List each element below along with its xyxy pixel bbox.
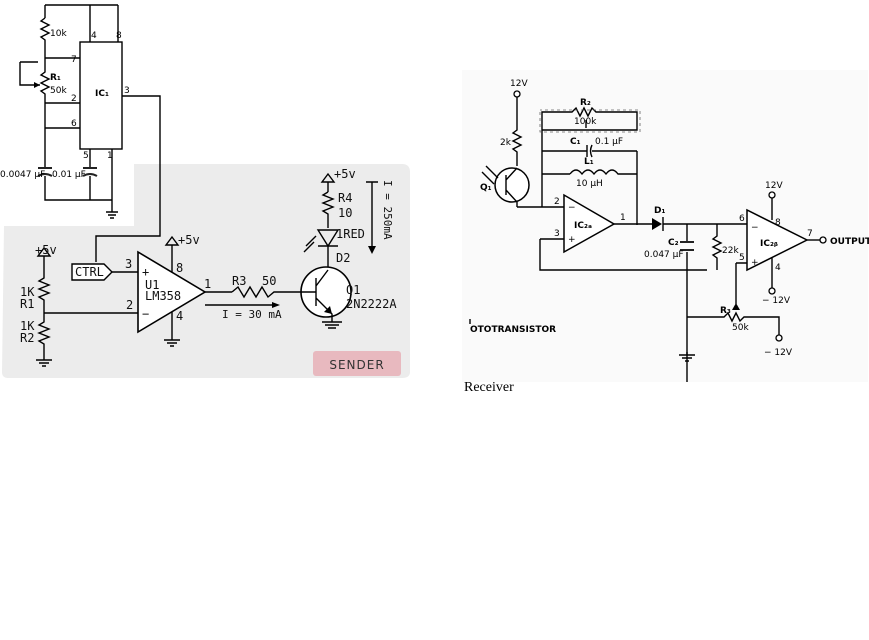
- ic1-cap-right-value: 0.01 μF: [52, 170, 86, 180]
- svg-text:−: −: [751, 223, 759, 233]
- svg-text:+: +: [751, 258, 759, 268]
- sender-badge: [313, 351, 401, 376]
- receiver-panel: [462, 70, 868, 382]
- receiver-r3-name: R₃: [720, 306, 731, 316]
- ic2b-pin5: 5: [739, 253, 745, 263]
- r2-value: 1K: [20, 319, 35, 333]
- r2-name: R2: [20, 331, 34, 345]
- r4-name: R4: [338, 191, 352, 205]
- ic1-r-top-value: 10k: [50, 29, 67, 39]
- receiver-c2-name: C₂: [668, 238, 679, 248]
- r4-value: 10: [338, 206, 352, 220]
- ic1-r1-name: R₁: [50, 73, 61, 83]
- opamp-pin2: 2: [126, 298, 133, 312]
- receiver-r3-value: 50k: [732, 323, 749, 333]
- ic2b-label: IC₂ᵦ: [760, 239, 778, 249]
- receiver-d1: [652, 218, 662, 230]
- ic2a-label: IC₂ₐ: [574, 221, 592, 231]
- ic1-pin7: 7: [71, 55, 77, 65]
- receiver-c2-value: 0.047 μF: [644, 250, 684, 260]
- led-label: 1RED: [336, 227, 365, 241]
- ic2a-pin1: 1: [620, 213, 626, 223]
- ic1-circuit: IC₁ 10k 7 4 8 R₁ 50k 2 6 0.0047 μF 0.01 …: [0, 4, 161, 262]
- receiver-l1-value: 10 μH: [576, 179, 603, 189]
- opamp-pin8: 8: [176, 261, 183, 275]
- transistor-part: 2N2222A: [346, 297, 397, 311]
- led-current-label: I = 250mA: [381, 180, 394, 240]
- receiver-c1-value: 0.1 μF: [595, 137, 623, 147]
- opamp-ref: U1: [145, 278, 159, 292]
- opamp-pin3: 3: [125, 257, 132, 271]
- ic2b-pin7: 7: [807, 229, 813, 239]
- led-d2: [316, 229, 340, 248]
- receiver-r2k-value: 2k: [500, 138, 512, 148]
- receiver-v12-top: 12V: [510, 79, 528, 89]
- ic1-pin2: 2: [71, 94, 77, 104]
- ic1-pin1: 1: [107, 151, 113, 161]
- receiver-r2-value: 100k: [574, 117, 597, 127]
- ic1-pin4: 4: [91, 31, 97, 41]
- svg-text:+: +: [568, 235, 576, 245]
- phototransistor-q1: [494, 167, 530, 203]
- ic2b-opamp: [746, 208, 809, 272]
- transistor-ref: Q1: [346, 283, 360, 297]
- receiver-q1-label: Q₁: [480, 183, 492, 193]
- sender-panel: [2, 164, 410, 378]
- receiver-schematic: 12V 2k Q₁ R₂ 100k C₁ 0.1 μF L₁ 10 μH − +…: [462, 70, 869, 382]
- sender-opamp-circuit: +5v 1K R1 1K R2 2 CTRL 3 + − U1 LM358 +5…: [20, 233, 300, 367]
- sender-output-stage: +5v R4 10 1RED D2 I = 250mA Q1 2N2222A: [300, 167, 397, 329]
- receiver-caption: Receiver: [464, 380, 514, 395]
- opamp-pin1: 1: [204, 277, 211, 291]
- ic2b-pin8: 8: [775, 218, 781, 228]
- receiver-r2-name: R₂: [580, 98, 591, 108]
- receiver-r22k-value: 22k: [722, 246, 739, 256]
- sender-schematic: IC₁ 10k 7 4 8 R₁ 50k 2 6 0.0047 μF 0.01 …: [0, 4, 410, 378]
- svg-text:−: −: [568, 203, 576, 213]
- opamp-rail-label: +5v: [178, 233, 200, 247]
- ic1-r1-value: 50k: [50, 86, 67, 96]
- sender-badge-label: SENDER: [329, 358, 384, 372]
- base-current-label: I = 30 mA: [222, 308, 282, 321]
- r3-value: 50: [262, 274, 276, 288]
- ic1-cap-left-value: 0.0047 μF: [0, 170, 45, 180]
- ic2b-pin6: 6: [739, 214, 745, 224]
- r1-value: 1K: [20, 285, 35, 299]
- ic1-pin8: 8: [116, 31, 122, 41]
- ic1-pin3: 3: [124, 86, 130, 96]
- receiver-output-label: OUTPUT: [830, 237, 869, 247]
- ic2a-opamp: [563, 193, 616, 254]
- svg-text:−: −: [142, 307, 149, 321]
- r1-name: R1: [20, 297, 34, 311]
- led-name: D2: [336, 251, 350, 265]
- ic2a-pin3: 3: [554, 229, 560, 239]
- ic1-pin5: 5: [83, 151, 89, 161]
- ic1-pin6: 6: [71, 119, 77, 129]
- receiver-vneg12-bottom: − 12V: [764, 348, 793, 358]
- ic1-chip: [79, 41, 123, 150]
- ctrl-label: CTRL: [75, 265, 104, 279]
- receiver-v12-ic2b: 12V: [765, 181, 783, 191]
- ic2b-pin4: 4: [775, 263, 781, 273]
- led-rail-label: +5v: [334, 167, 356, 181]
- phototransistor-caption: OTOTRANSISTOR: [470, 325, 556, 335]
- ctrl-tag: [71, 263, 113, 281]
- svg-text:+: +: [142, 265, 149, 279]
- receiver-vneg12-ic2b: − 12V: [762, 296, 791, 306]
- ic2a-pin2: 2: [554, 197, 560, 207]
- r3-name: R3: [232, 274, 246, 288]
- opamp-part: LM358: [145, 289, 181, 303]
- ic1-label: IC₁: [95, 89, 109, 99]
- divider-rail-label: +5v: [35, 243, 57, 257]
- receiver-l1-name: L₁: [584, 157, 594, 167]
- opamp-pin4: 4: [176, 309, 183, 323]
- receiver-c1-name: C₁: [570, 137, 581, 147]
- receiver-d1-label: D₁: [654, 206, 665, 216]
